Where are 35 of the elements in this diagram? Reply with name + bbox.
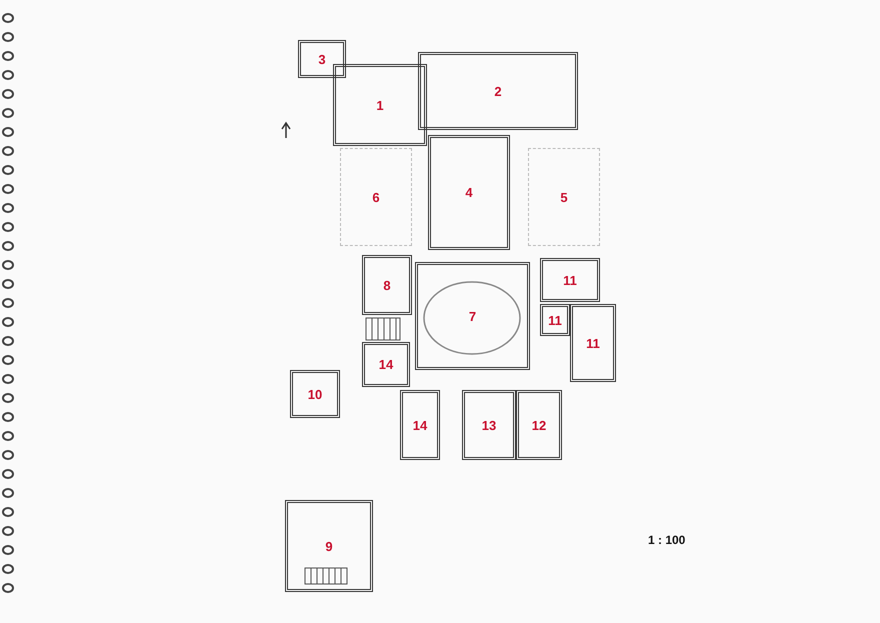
outdoor-area: [528, 148, 600, 246]
room-outline: [516, 390, 562, 460]
room-number: 6: [372, 190, 380, 204]
scale-label: 1 : 100: [648, 533, 686, 547]
room-outline: [400, 390, 440, 460]
room-number: 10: [308, 386, 322, 402]
room-outline: [290, 370, 340, 418]
room-number: 11: [586, 336, 600, 350]
room-number: 14: [412, 418, 428, 432]
room-number: 13: [482, 418, 496, 432]
room-number: 12: [532, 418, 546, 432]
room-outline: [462, 390, 516, 460]
room-number: 9: [325, 538, 333, 554]
room-outline: [418, 52, 578, 130]
room-outline: [362, 255, 412, 315]
room-number: 4: [465, 185, 473, 200]
room-outline: [415, 262, 530, 370]
room-number: 11: [563, 272, 577, 288]
room-outline: [285, 500, 373, 592]
room-outline: [362, 342, 410, 387]
room-number: 7: [468, 308, 476, 324]
room-number: 8: [383, 278, 391, 292]
room-number: 3: [318, 52, 326, 66]
room-number: 5: [560, 190, 568, 204]
room-outline: [540, 258, 600, 302]
room-number: 11: [548, 312, 562, 328]
room-outline: [333, 64, 427, 146]
room-outline: [570, 304, 616, 382]
room-outline: [540, 304, 570, 336]
room-number: 14: [378, 357, 394, 372]
room-number: 1: [376, 98, 384, 112]
room-outline: [428, 135, 510, 250]
room-outline: [298, 40, 346, 78]
outdoor-area: [340, 148, 412, 246]
room-number: 2: [494, 84, 502, 98]
